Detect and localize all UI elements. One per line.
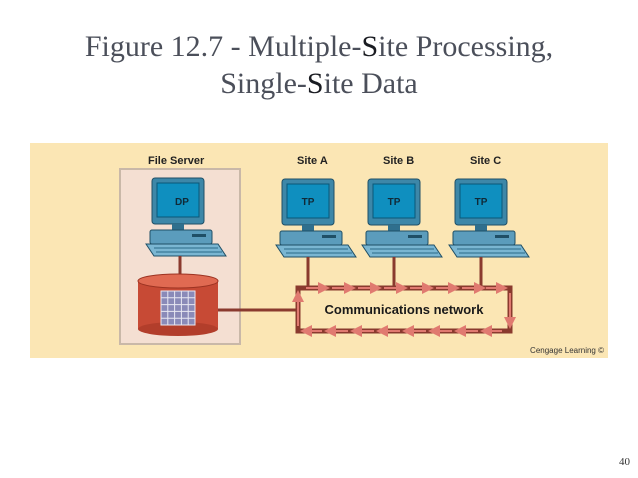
site-drop-lines [306, 257, 483, 288]
site-a-label: Site A [297, 155, 328, 167]
communications-network-loop [292, 282, 516, 337]
credit-text: Cengage Learning © [530, 346, 604, 355]
site-c-computer-icon [448, 178, 530, 258]
file-server-screen-label: DP [175, 197, 189, 208]
site-c-label: Site C [470, 155, 501, 167]
slide-title: Figure 12.7 - Multiple-Site Processing, … [0, 28, 638, 102]
file-server-label: File Server [148, 155, 205, 167]
site-b-computer-icon [361, 178, 443, 258]
network-label: Communications network [325, 302, 485, 317]
figure-diagram: File Server DP Site [30, 143, 608, 358]
site-b-screen-label: TP [388, 197, 401, 208]
diagram-svg: File Server DP Site [119, 155, 604, 355]
database-icon [137, 273, 219, 336]
site-c-screen-label: TP [475, 197, 488, 208]
site-a-screen-label: TP [302, 197, 315, 208]
site-a-computer-icon [275, 178, 357, 258]
title-line-1: Figure 12.7 - Multiple-Site Processing, [84, 30, 554, 63]
page-number: 40 [619, 456, 630, 468]
site-b-label: Site B [383, 155, 414, 167]
title-line-2: Single-Site Data [220, 67, 418, 100]
